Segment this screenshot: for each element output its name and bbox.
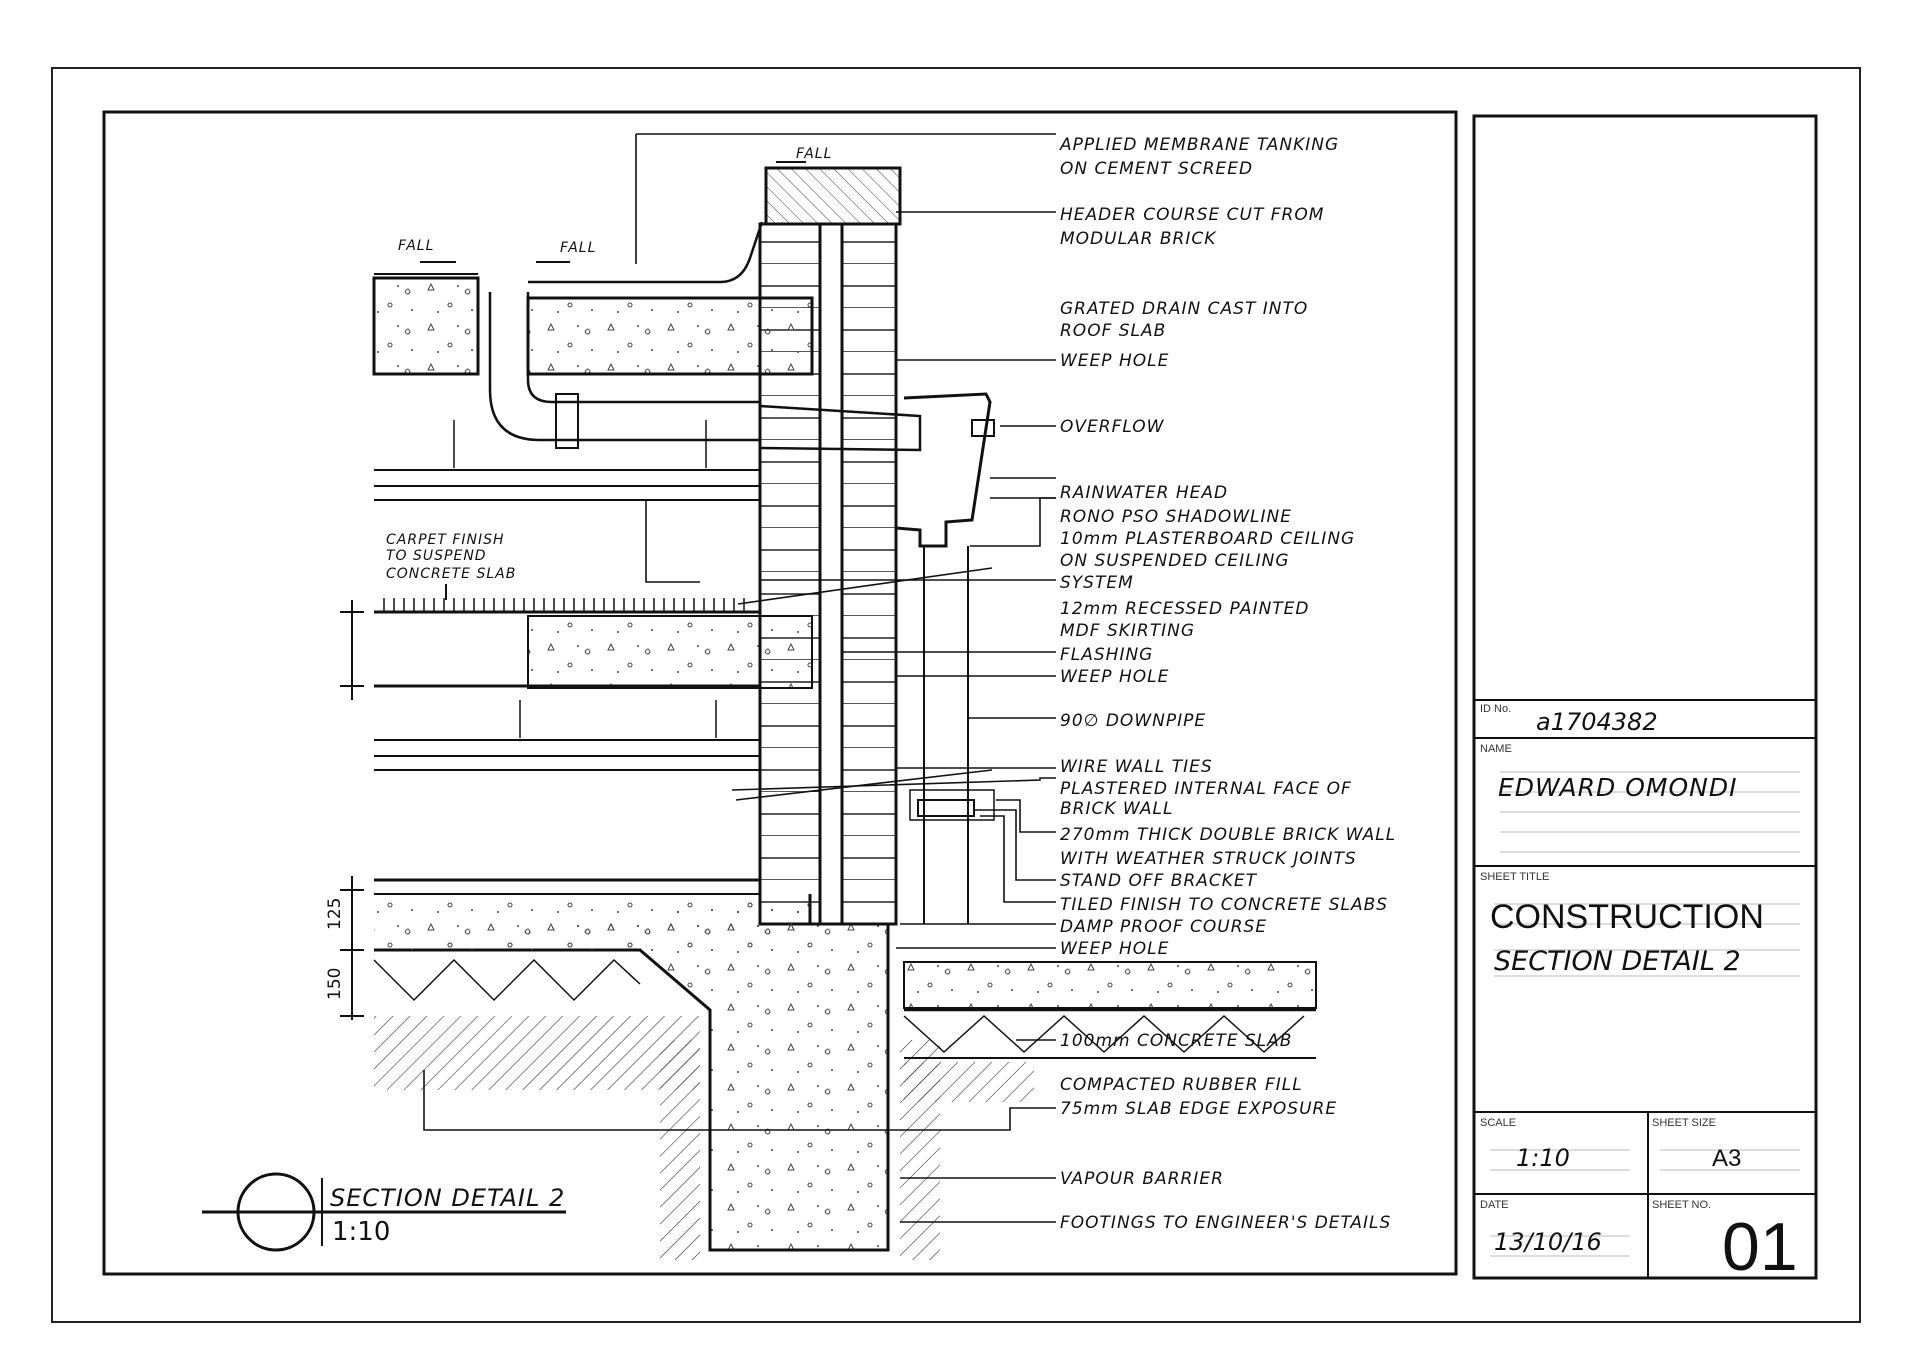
callout-rubber-fill: COMPACTED RUBBER FILL: [1060, 1075, 1303, 1095]
dimension-lines: [340, 600, 364, 1020]
dimension-125: 125: [325, 898, 345, 930]
sheet-no-value: 01: [1722, 1209, 1798, 1285]
id-label: ID No.: [1480, 703, 1511, 715]
callout-drain-line-1: GRATED DRAIN CAST INTO: [1060, 299, 1308, 319]
callout-weep-hole-2: WEEP HOLE: [1060, 667, 1169, 687]
name-label: NAME: [1480, 743, 1512, 755]
sheet-title-line-1: CONSTRUCTION: [1490, 898, 1764, 936]
carpet-note-line-3: CONCRETE SLAB: [386, 566, 516, 582]
leader-lines: [423, 133, 1056, 1223]
callout-slab-edge: 75mm SLAB EDGE EXPOSURE: [1060, 1099, 1337, 1119]
sheet-title-line-2: SECTION DETAIL 2: [1494, 946, 1741, 977]
callout-footings: FOOTINGS TO ENGINEER'S DETAILS: [1060, 1213, 1391, 1233]
callout-downpipe: 90∅ DOWNPIPE: [1060, 711, 1206, 731]
sheet-no-label: SHEET NO.: [1652, 1199, 1711, 1211]
sheet-title-label: SHEET TITLE: [1480, 871, 1549, 883]
name-value: EDWARD OMONDI: [1498, 773, 1737, 802]
callout-concrete-slab: 100mm CONCRETE SLAB: [1060, 1031, 1292, 1051]
callout-skirting-line-1: 12mm RECESSED PAINTED: [1060, 599, 1310, 619]
callout-skirting-line-2: MDF SKIRTING: [1060, 621, 1195, 641]
scale-label: SCALE: [1480, 1117, 1516, 1129]
callout-tiled-finish: TILED FINISH TO CONCRETE SLABS: [1060, 895, 1388, 915]
sheet-size-value: A3: [1712, 1145, 1741, 1172]
callout-shadowline: RONO PSO SHADOWLINE: [1060, 507, 1292, 527]
callout-ceiling-line-3: SYSTEM: [1060, 573, 1134, 593]
callout-header-line-1: HEADER COURSE CUT FROM: [1060, 205, 1324, 225]
dimension-150: 150: [325, 968, 345, 1000]
callout-vapour-barrier: VAPOUR BARRIER: [1060, 1169, 1224, 1189]
callout-flashing: FLASHING: [1060, 645, 1153, 665]
fall-label-2: FALL: [560, 240, 596, 256]
sheet-size-label: SHEET SIZE: [1652, 1117, 1716, 1129]
section-scale: 1:10: [332, 1217, 390, 1247]
callout-rainwater-head: RAINWATER HEAD: [1060, 483, 1228, 503]
fall-label-3: FALL: [796, 146, 832, 162]
callout-header-line-2: MODULAR BRICK: [1060, 229, 1217, 249]
callout-overflow: OVERFLOW: [1060, 417, 1165, 437]
callout-weep-hole-1: WEEP HOLE: [1060, 351, 1169, 371]
callout-stand-off-bracket: STAND OFF BRACKET: [1060, 871, 1258, 891]
callout-membrane-line-1: APPLIED MEMBRANE TANKING: [1059, 135, 1339, 155]
carpet-note-line-2: TO SUSPEND: [386, 548, 487, 564]
id-value: a1704382: [1536, 708, 1658, 736]
scale-value: 1:10: [1516, 1144, 1570, 1172]
callout-damp-proof: DAMP PROOF COURSE: [1060, 917, 1267, 937]
carpet-note-line-1: CARPET FINISH: [386, 532, 505, 548]
callout-weep-hole-3: WEEP HOLE: [1060, 939, 1169, 959]
callout-ceiling-line-1: 10mm PLASTERBOARD CEILING: [1060, 529, 1355, 549]
fall-label-1: FALL: [398, 238, 434, 254]
callout-wall-ties: WIRE WALL TIES: [1060, 757, 1213, 777]
structure-lines: [372, 166, 1317, 1260]
callout-plastered-line-1: PLASTERED INTERNAL FACE OF: [1060, 779, 1352, 799]
callout-membrane-line-2: ON CEMENT SCREED: [1060, 159, 1253, 179]
title-block: [1474, 699, 1816, 1278]
callout-drain-line-2: ROOF SLAB: [1060, 321, 1166, 341]
callout-double-brick-line-2: WITH WEATHER STRUCK JOINTS: [1060, 849, 1357, 869]
callout-ceiling-line-2: ON SUSPENDED CEILING: [1060, 551, 1290, 571]
callout-double-brick-line-1: 270mm THICK DOUBLE BRICK WALL: [1060, 825, 1396, 845]
callout-plastered-line-2: BRICK WALL: [1060, 799, 1173, 819]
section-title: SECTION DETAIL 2: [330, 1184, 565, 1212]
date-label: DATE: [1480, 1199, 1509, 1211]
date-value: 13/10/16: [1494, 1228, 1602, 1256]
